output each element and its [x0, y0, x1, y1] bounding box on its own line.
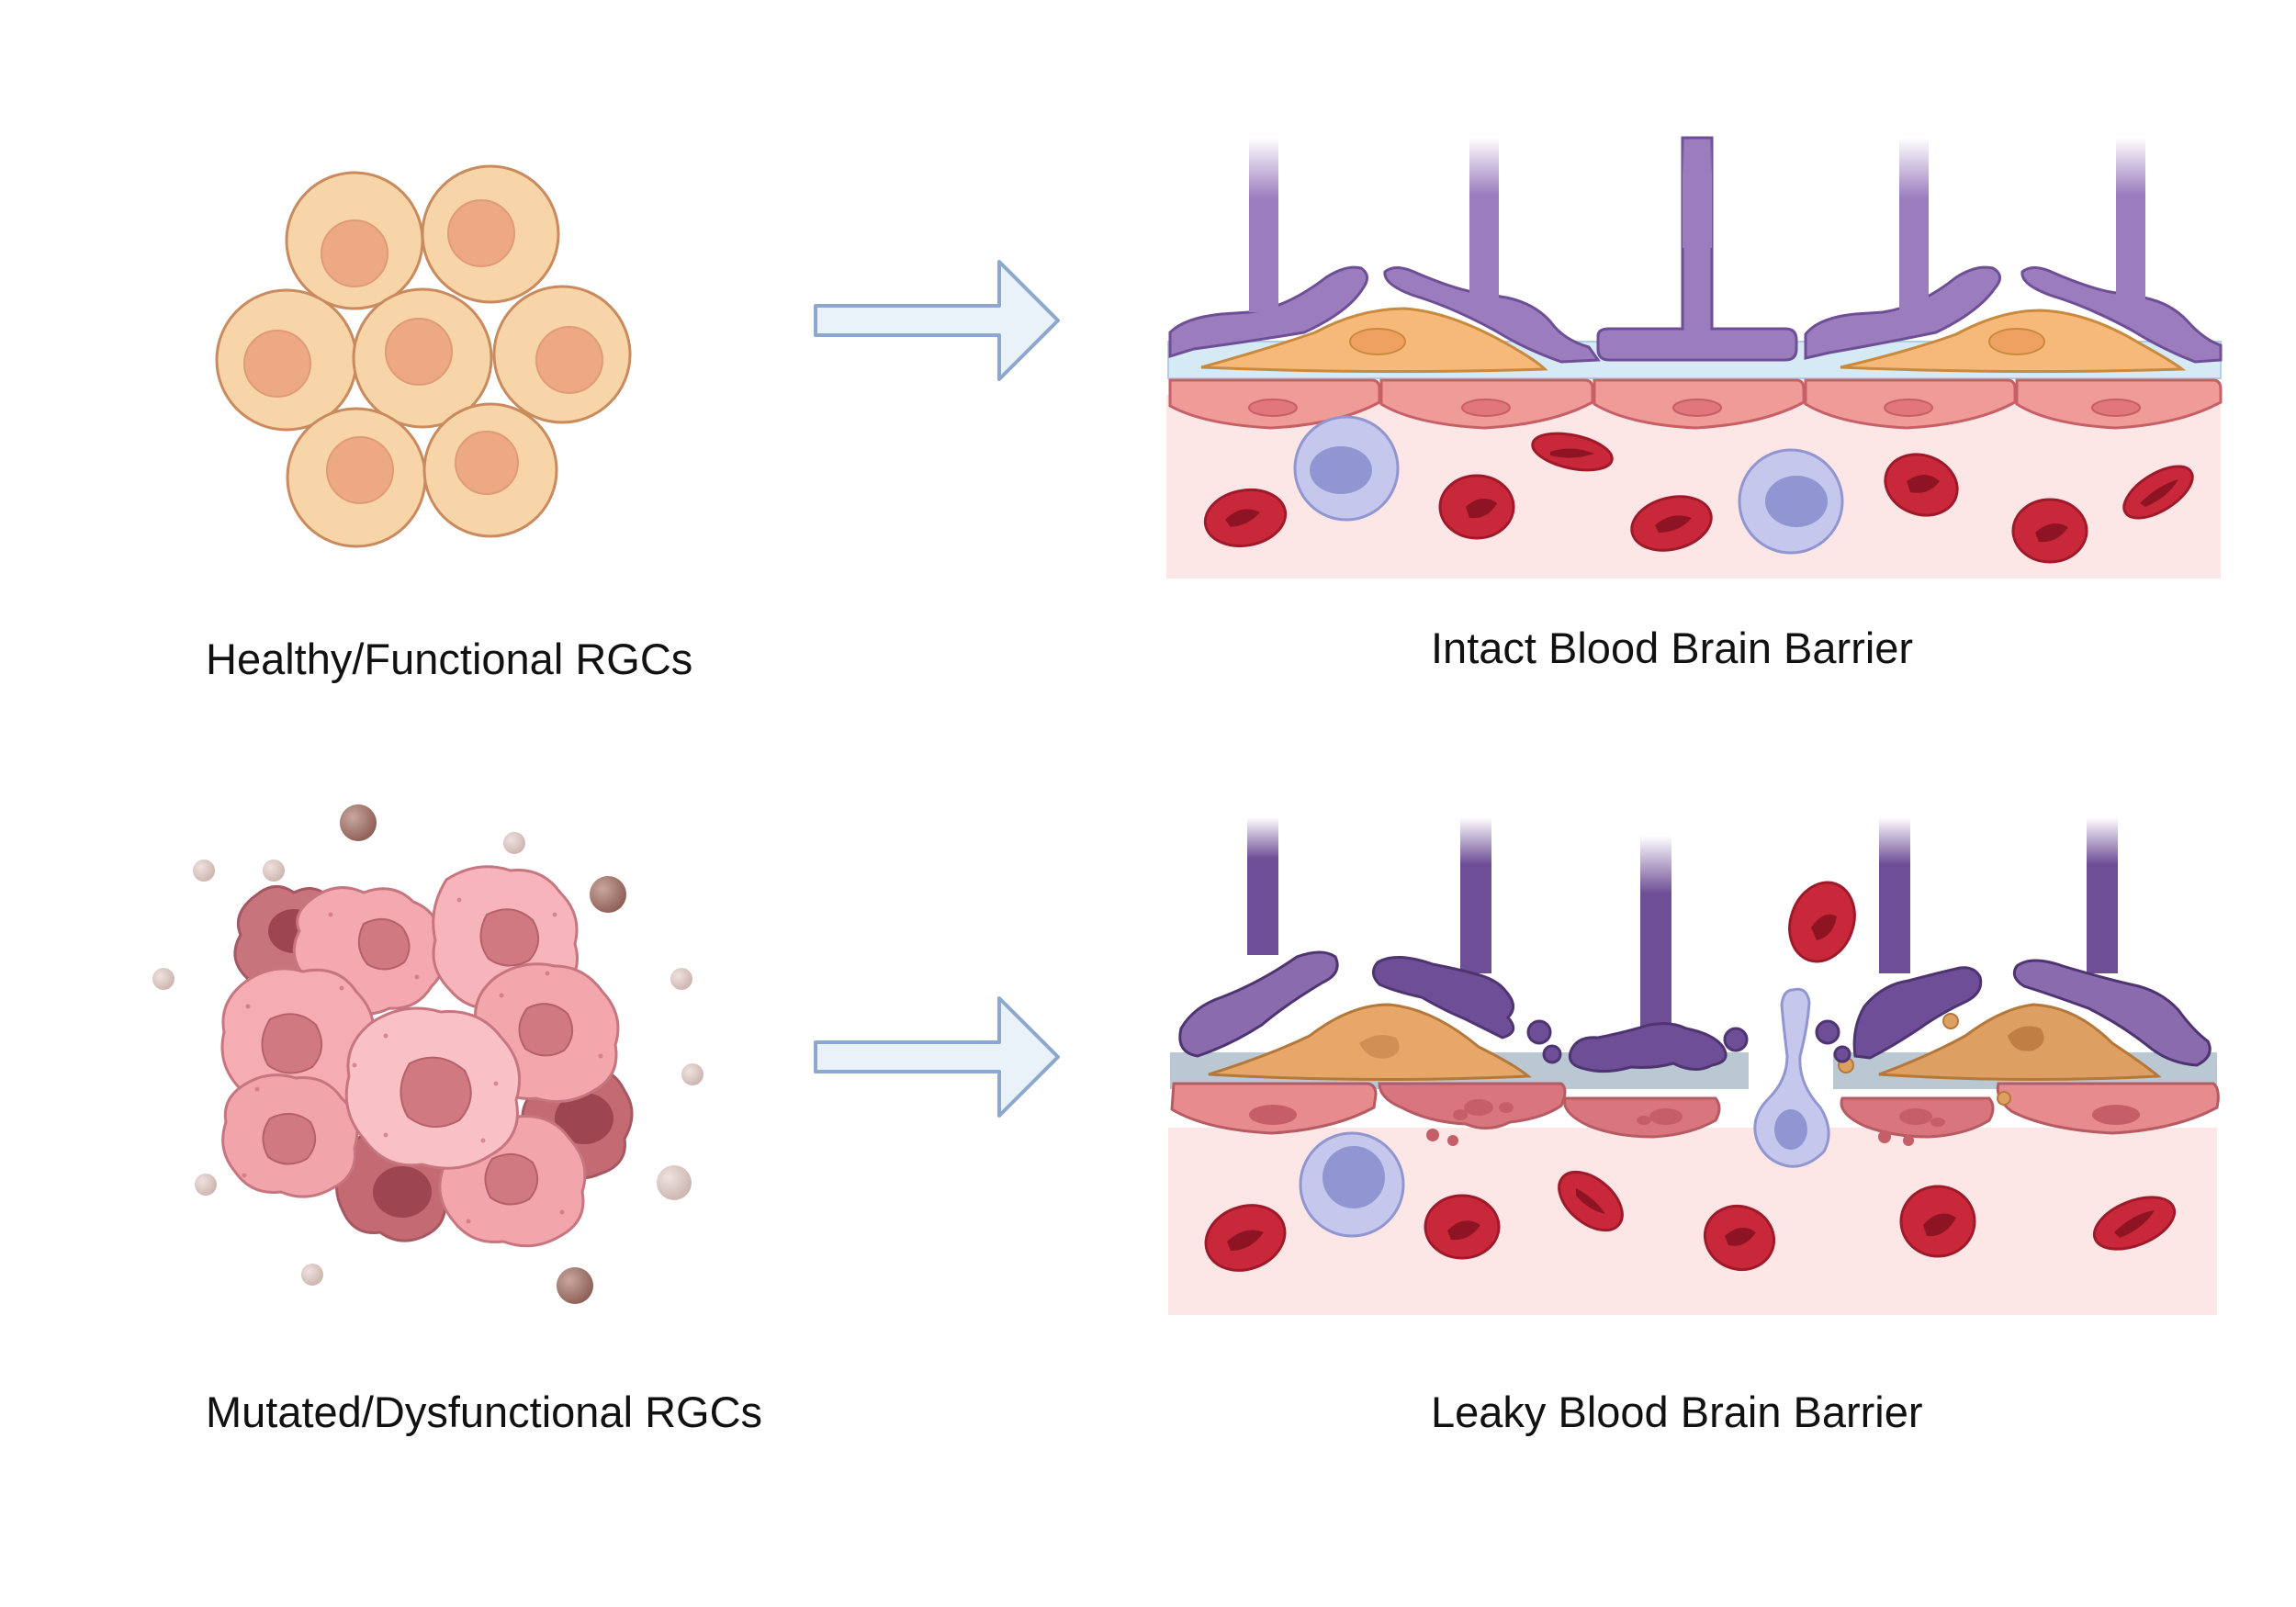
- red-blood-cell: [1899, 1185, 1976, 1258]
- leaking-immune-cell: [1753, 987, 1830, 1168]
- mutated-rgcs-label: Mutated/Dysfunctional RGCs: [206, 1388, 762, 1436]
- red-blood-cell: [2122, 465, 2194, 520]
- red-blood-cell: [1203, 488, 1288, 548]
- leaky-bbb-label: Leaky Blood Brain Barrier: [1431, 1388, 1923, 1436]
- intact-bbb-illustration: [1166, 136, 2223, 579]
- leaky-bbb-illustration: [1168, 817, 2220, 1315]
- mutated-rgc-cluster: [152, 804, 703, 1304]
- escaping-red-blood-cell: [1788, 881, 1856, 963]
- red-blood-cell: [1558, 1170, 1624, 1232]
- red-blood-cell: [1531, 432, 1614, 472]
- healthy-rgc-cluster: [215, 164, 632, 548]
- astrocyte-endfoot: [1596, 136, 1798, 362]
- astrocyte-endfoot: [1568, 1022, 1728, 1073]
- astrocyte-endfoot: [1804, 265, 2001, 360]
- healthy-cell: [422, 402, 558, 538]
- red-blood-cell: [1438, 474, 1515, 540]
- immune-cell: [1299, 1131, 1405, 1238]
- astrocyte-endfoot: [1372, 956, 1515, 1039]
- red-blood-cell: [2092, 1196, 2177, 1251]
- arrow-icon: [814, 260, 1060, 381]
- healthy-cell: [492, 285, 632, 424]
- red-blood-cell: [2011, 498, 2088, 564]
- healthy-cell: [215, 288, 358, 432]
- astrocyte-endfoot: [1178, 950, 1339, 1058]
- pericyte: [1200, 307, 1548, 374]
- healthy-rgcs-label: Healthy/Functional RGCs: [206, 635, 692, 683]
- astrocyte-endfoot: [2012, 959, 2212, 1067]
- astrocyte-endfoot: [1383, 266, 1601, 364]
- red-blood-cell: [1703, 1205, 1776, 1271]
- red-blood-cell: [1424, 1194, 1501, 1260]
- red-blood-cell: [1884, 453, 1959, 517]
- astrocyte-layer: [1178, 817, 2212, 1073]
- healthy-cell: [421, 164, 560, 304]
- pericyte: [1208, 1003, 1532, 1082]
- immune-cell: [1293, 415, 1400, 522]
- red-blood-cell: [1204, 1204, 1287, 1272]
- intact-bbb-label: Intact Blood Brain Barrier: [1431, 624, 1913, 672]
- healthy-cell: [352, 287, 493, 429]
- healthy-cell: [285, 171, 424, 310]
- healthy-cell: [286, 407, 427, 548]
- astrocyte-layer: [1168, 136, 2223, 364]
- debris-particles: [152, 804, 703, 1304]
- astrocyte-endfoot: [2020, 266, 2223, 364]
- immune-cell: [1738, 448, 1844, 555]
- pericyte: [1840, 309, 2187, 374]
- arrow-icon: [814, 996, 1060, 1118]
- astrocyte-endfoot: [1852, 966, 1983, 1060]
- red-blood-cell: [1630, 495, 1713, 552]
- pericyte: [1838, 1003, 2162, 1106]
